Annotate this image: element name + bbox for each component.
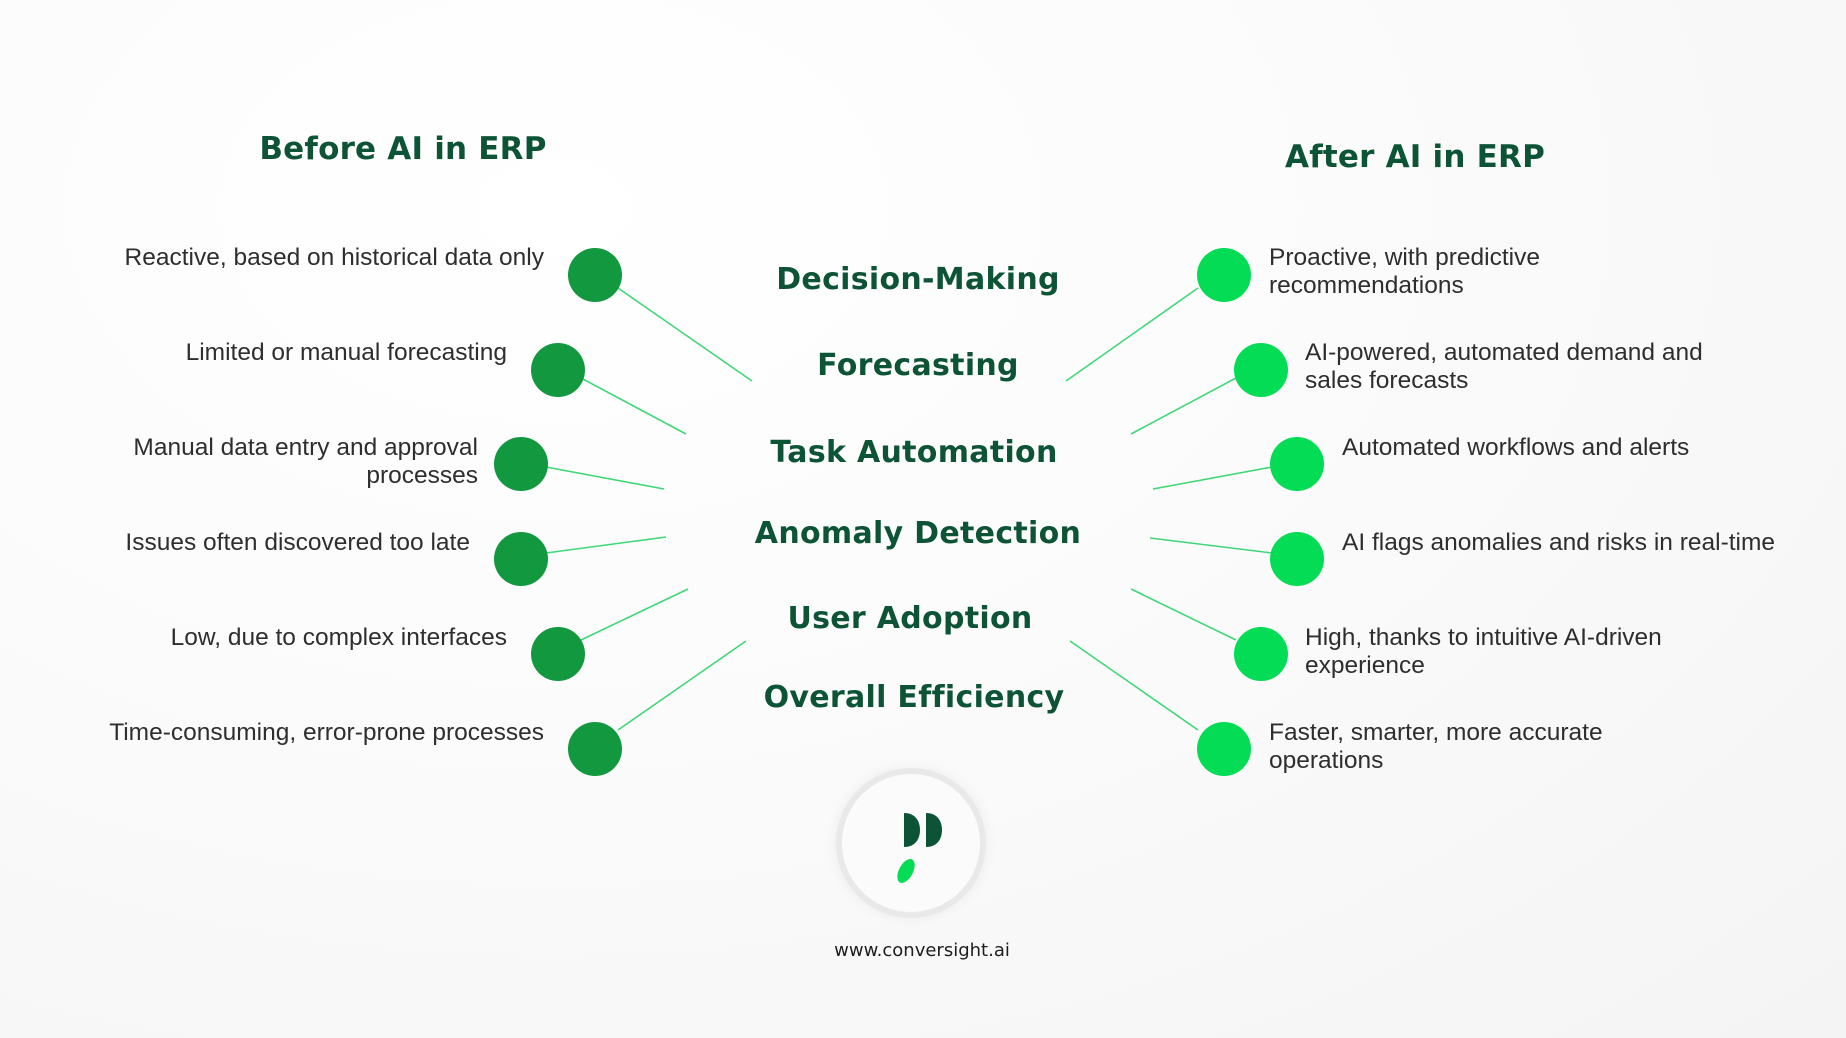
connector-line-after-1 xyxy=(1065,287,1199,382)
connector-line-after-4 xyxy=(1149,537,1273,554)
before-dot-3 xyxy=(494,437,548,491)
connector-line-after-2 xyxy=(1130,377,1237,435)
before-dot-1 xyxy=(568,248,622,302)
after-header: After AI in ERP xyxy=(1285,139,1545,175)
connector-line-after-6 xyxy=(1069,640,1199,731)
after-text-user-adoption: High, thanks to intuitive AI-driven expe… xyxy=(1305,624,1662,679)
conversight-logo xyxy=(836,768,986,918)
connector-line-before-4 xyxy=(545,536,667,554)
after-dot-6 xyxy=(1197,722,1251,776)
after-text-anomaly-detection: AI flags anomalies and risks in real-tim… xyxy=(1342,529,1776,556)
after-text-decision-making: Proactive, with predictive recommendatio… xyxy=(1269,244,1540,299)
category-task-automation: Task Automation xyxy=(770,435,1058,470)
after-dot-1 xyxy=(1197,248,1251,302)
category-decision-making: Decision-Making xyxy=(776,262,1060,297)
before-text-decision-making: Reactive, based on historical data only xyxy=(124,244,544,271)
before-dot-5 xyxy=(531,627,585,681)
connector-line-after-3 xyxy=(1152,466,1273,490)
website-url: www.conversight.ai xyxy=(834,940,1010,961)
category-user-adoption: User Adoption xyxy=(787,601,1033,636)
before-header: Before AI in ERP xyxy=(259,131,547,167)
before-dot-6 xyxy=(568,722,622,776)
before-text-forecasting: Limited or manual forecasting xyxy=(185,339,507,366)
connector-line-before-6 xyxy=(617,640,747,731)
connector-line-before-3 xyxy=(545,466,665,490)
after-text-task-automation: Automated workflows and alerts xyxy=(1342,434,1690,461)
before-dot-2 xyxy=(531,343,585,397)
before-text-overall-efficiency: Time-consuming, error-prone processes xyxy=(109,719,544,746)
before-dot-4 xyxy=(494,532,548,586)
after-dot-5 xyxy=(1234,627,1288,681)
after-dot-4 xyxy=(1270,532,1324,586)
category-overall-efficiency: Overall Efficiency xyxy=(763,680,1065,715)
before-text-task-automation: Manual data entry and approval processes xyxy=(133,434,478,489)
after-dot-2 xyxy=(1234,343,1288,397)
before-text-user-adoption: Low, due to complex interfaces xyxy=(170,624,507,651)
after-dot-3 xyxy=(1270,437,1324,491)
before-text-anomaly-detection: Issues often discovered too late xyxy=(125,529,470,556)
after-text-overall-efficiency: Faster, smarter, more accurate operation… xyxy=(1269,719,1603,774)
conversight-logo-icon xyxy=(897,813,942,883)
connector-line-before-1 xyxy=(617,287,753,382)
after-text-forecasting: AI-powered, automated demand and sales f… xyxy=(1305,339,1703,394)
category-anomaly-detection: Anomaly Detection xyxy=(754,516,1082,551)
connector-line-before-5 xyxy=(580,588,689,641)
category-forecasting: Forecasting xyxy=(817,348,1019,383)
connector-line-before-2 xyxy=(580,377,687,435)
connector-line-after-5 xyxy=(1130,588,1237,641)
